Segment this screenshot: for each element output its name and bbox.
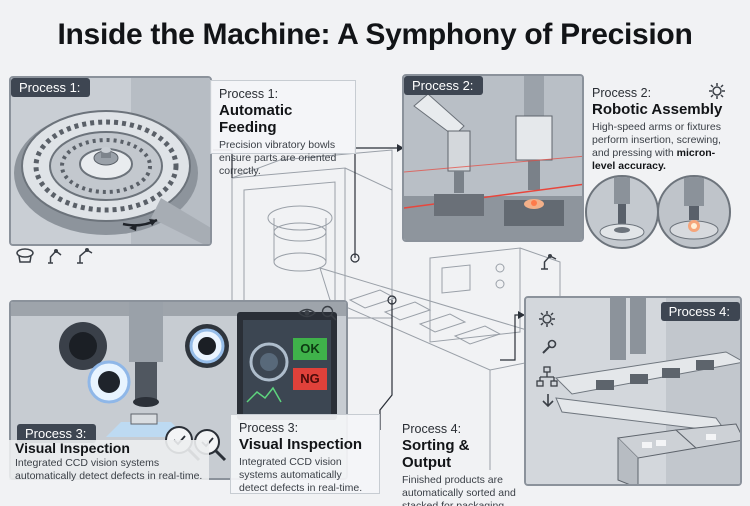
- process-4-heading: Sorting & Output: [402, 437, 470, 471]
- page-title: Inside the Machine: A Symphony of Precis…: [57, 18, 693, 51]
- process-2-panel: Process 2:: [402, 74, 584, 242]
- process-1-tag: Process 1:: [11, 78, 91, 97]
- sorting-output-illustration: [526, 298, 740, 484]
- process-1-callout: Process 1: Automatic Feeding Precision v…: [210, 80, 356, 177]
- process-3-callout: Process 3: Visual Inspection Integrated …: [230, 414, 380, 494]
- process-1-icon-row: [14, 244, 96, 266]
- process-4-description: Finished products are automatically sort…: [402, 474, 516, 506]
- arrow-down-icon: [542, 394, 554, 408]
- flowchart-icon: [536, 366, 558, 387]
- gear-icon: [709, 83, 725, 99]
- process-1-panel: Process 1:: [9, 76, 212, 246]
- process-1-description: Precision vibratory bowls ensure parts a…: [219, 139, 337, 178]
- process-3-left-heading: Visual Inspection: [15, 440, 130, 456]
- robot-arm-alt-icon: [77, 248, 93, 264]
- eye-icon: [298, 308, 316, 318]
- process-4-panel: Process 4:: [524, 296, 742, 486]
- robot-arm-icon: [48, 249, 62, 264]
- feeder-bowl-icon: [16, 248, 34, 263]
- vibratory-bowl-illustration: [11, 78, 210, 244]
- process-3-left-caption: Visual Inspection Integrated CCD vision …: [9, 440, 209, 483]
- process-2-number: Process 2:: [592, 86, 652, 100]
- wrench-icon: [542, 339, 557, 354]
- process-2-description: High-speed arms or fixtures perform inse…: [592, 121, 736, 174]
- robot-arm-icon: [541, 254, 557, 270]
- process-3-heading: Visual Inspection: [239, 436, 363, 453]
- process-4-number: Process 4:: [402, 422, 462, 436]
- pressing-detail: [657, 175, 731, 249]
- process-1-number: Process 1:: [219, 87, 279, 101]
- process-3-description: Integrated CCD vision systems automatica…: [239, 456, 363, 495]
- process-4-callout: Process 4: Sorting & Output Finished pro…: [394, 416, 524, 506]
- settings-icon: [539, 311, 555, 327]
- process-2-description-emphasis: micron-level accuracy.: [592, 147, 716, 173]
- robotic-assembly-illustration: [404, 76, 582, 240]
- process-3-number: Process 3:: [239, 421, 299, 435]
- zoom-icon: [321, 305, 337, 321]
- process-3-tag: Process 3:: [17, 424, 97, 443]
- process-1-heading: Automatic Feeding: [219, 102, 293, 136]
- process-2-description-text: High-speed arms or fixtures perform inse…: [592, 121, 721, 160]
- screen-ng-label: NG: [300, 371, 320, 386]
- screen-ok-label: OK: [300, 341, 320, 356]
- screw-insertion-detail: [585, 175, 659, 249]
- process-3-left-description: Integrated CCD vision systems automatica…: [15, 457, 203, 483]
- process-2-callout: Process 2: Robotic Assembly High-speed a…: [584, 80, 744, 172]
- process-4-tag: Process 4:: [660, 302, 740, 321]
- process-2-heading: Robotic Assembly: [592, 101, 723, 118]
- process-2-tag: Process 2:: [404, 76, 484, 95]
